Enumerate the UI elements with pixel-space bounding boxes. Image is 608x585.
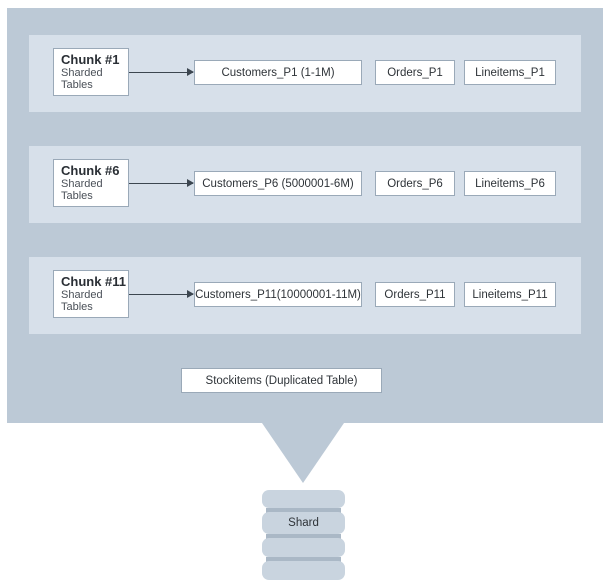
chunk-sub-6b: Tables <box>61 190 93 202</box>
orders-table-1: Orders_P1 <box>375 60 455 85</box>
funnel-connector <box>262 423 344 483</box>
arrow-1 <box>129 68 194 76</box>
arrow-6 <box>129 179 194 187</box>
lineitems-table-11: Lineitems_P11 <box>464 282 556 307</box>
lineitems-table-6: Lineitems_P6 <box>464 171 556 196</box>
shard-disk-3 <box>262 538 345 557</box>
chunk-title-6: Chunk #6 <box>61 163 120 178</box>
chunk-sub-11b: Tables <box>61 301 93 313</box>
arrow-11 <box>129 290 194 298</box>
shard-disk-4 <box>262 561 345 580</box>
chunk-box-6: Chunk #6 Sharded Tables <box>53 159 129 207</box>
shard-disk-sep-1 <box>266 508 341 513</box>
orders-table-11: Orders_P11 <box>375 282 455 307</box>
shard-disk-2 <box>262 512 345 534</box>
chunk-sub-11a: Sharded <box>61 289 103 301</box>
chunk-box-11: Chunk #11 Sharded Tables <box>53 270 129 318</box>
chunk-sub-1a: Sharded <box>61 67 103 79</box>
shard-disk-sep-2 <box>266 534 341 539</box>
customers-table-11: Customers_P11(10000001-11M) <box>194 282 362 307</box>
customers-table-6: Customers_P6 (5000001-6M) <box>194 171 362 196</box>
chunk-sub-1b: Tables <box>61 79 93 91</box>
lineitems-table-1: Lineitems_P1 <box>464 60 556 85</box>
chunk-sub-6a: Sharded <box>61 178 103 190</box>
chunk-title-1: Chunk #1 <box>61 52 120 67</box>
shard-label: Shard <box>288 517 319 529</box>
customers-table-1: Customers_P1 (1-1M) <box>194 60 362 85</box>
duplicated-table: Stockitems (Duplicated Table) <box>181 368 382 393</box>
shard-disk-1 <box>262 490 345 508</box>
chunk-box-1: Chunk #1 Sharded Tables <box>53 48 129 96</box>
shard-disk-sep-3 <box>266 557 341 562</box>
chunk-title-11: Chunk #11 <box>61 274 127 289</box>
orders-table-6: Orders_P6 <box>375 171 455 196</box>
